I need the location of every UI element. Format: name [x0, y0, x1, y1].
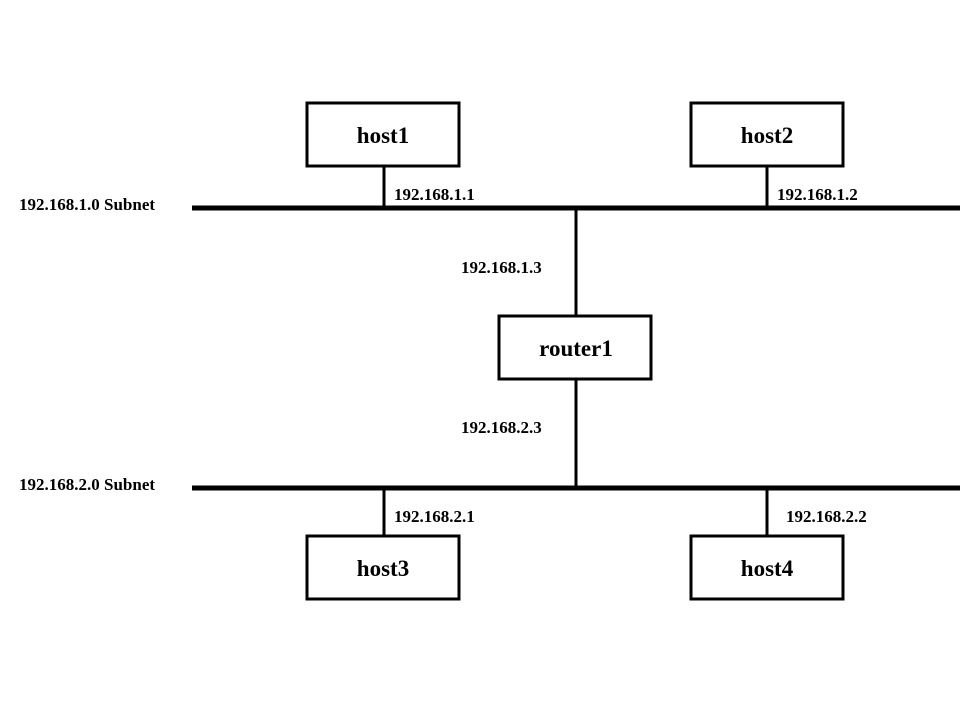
host4-ip-label: 192.168.2.2: [786, 507, 867, 526]
host1-ip-label: 192.168.1.1: [394, 185, 475, 204]
host1-node: host1: [305, 101, 461, 168]
subnet-label-192-168-1: 192.168.1.0 Subnet: [19, 195, 155, 214]
host2-node: host2: [689, 101, 845, 168]
host3-label: host3: [357, 556, 409, 581]
router1-net1-ip-label: 192.168.1.3: [461, 258, 542, 277]
router1-net2-ip-label: 192.168.2.3: [461, 418, 542, 437]
subnet-label-192-168-2: 192.168.2.0 Subnet: [19, 475, 155, 494]
host4-label: host4: [741, 556, 794, 581]
host4-node: host4: [689, 534, 845, 601]
router1-label: router1: [539, 336, 613, 361]
host3-ip-label: 192.168.2.1: [394, 507, 475, 526]
router1-node: router1: [497, 314, 653, 381]
host1-label: host1: [357, 123, 409, 148]
host3-node: host3: [305, 534, 461, 601]
host2-label: host2: [741, 123, 793, 148]
host2-ip-label: 192.168.1.2: [777, 185, 858, 204]
